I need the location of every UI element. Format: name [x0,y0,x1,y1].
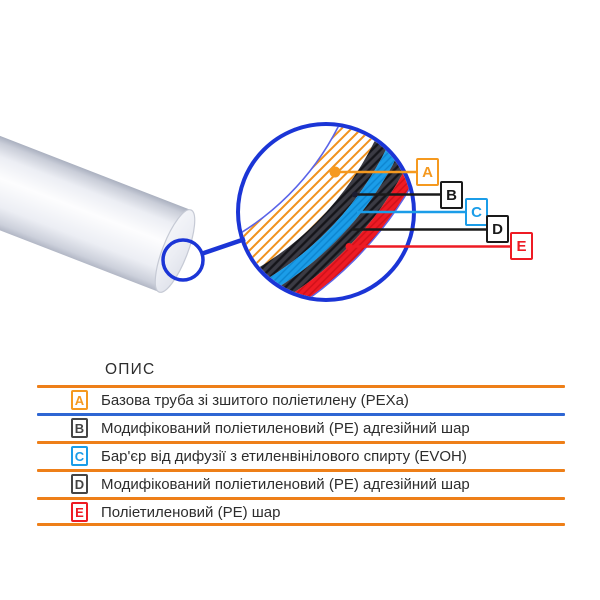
leader-dot-a [329,166,341,178]
layer-label-c: C [465,198,488,226]
legend-row-c: C Бар'єр від дифузії з етиленвінілового … [37,443,565,469]
legend-row-b: B Модифікований поліетиленовий (PE) адге… [37,415,565,441]
legend-row-e: E Поліетиленовий (PE) шар [37,499,565,525]
separator-line [37,413,565,416]
pipe-body [0,45,191,293]
legend-row-d: D Модифікований поліетиленовий (PE) адге… [37,471,565,497]
zoom-connector-line [200,236,246,257]
layer-label-e: E [510,232,533,260]
legend-text-a: Базова труба зі зшитого поліетилену (PEX… [101,391,409,409]
pipe-cross-section-diagram [0,45,511,302]
separator-line [37,523,565,526]
layer-label-d: D [486,215,509,243]
legend-text-b: Модифікований поліетиленовий (PE) адгезі… [101,419,470,437]
legend-badge-b: B [71,418,88,438]
legend-badge-e: E [71,502,88,522]
legend-title: ОПИС [105,361,156,378]
layer-label-b: B [440,181,463,209]
legend-text-e: Поліетиленовий (PE) шар [101,503,281,521]
separator-line [37,385,565,388]
legend-badge-d: D [71,474,88,494]
legend-row-a: A Базова труба зі зшитого поліетилену (P… [37,387,565,413]
legend-text-c: Бар'єр від дифузії з етиленвінілового сп… [101,447,467,465]
legend-badge-a: A [71,390,88,410]
legend-badge-c: C [71,446,88,466]
leader-dot-b [352,191,358,198]
layer-label-a: A [416,158,439,186]
separator-line [37,497,565,500]
legend-text-d: Модифікований поліетиленовий (PE) адгезі… [101,475,470,493]
separator-line [37,469,565,472]
separator-line [37,441,565,444]
zoom-source-circle [161,238,205,282]
leader-dot-e [345,243,353,250]
